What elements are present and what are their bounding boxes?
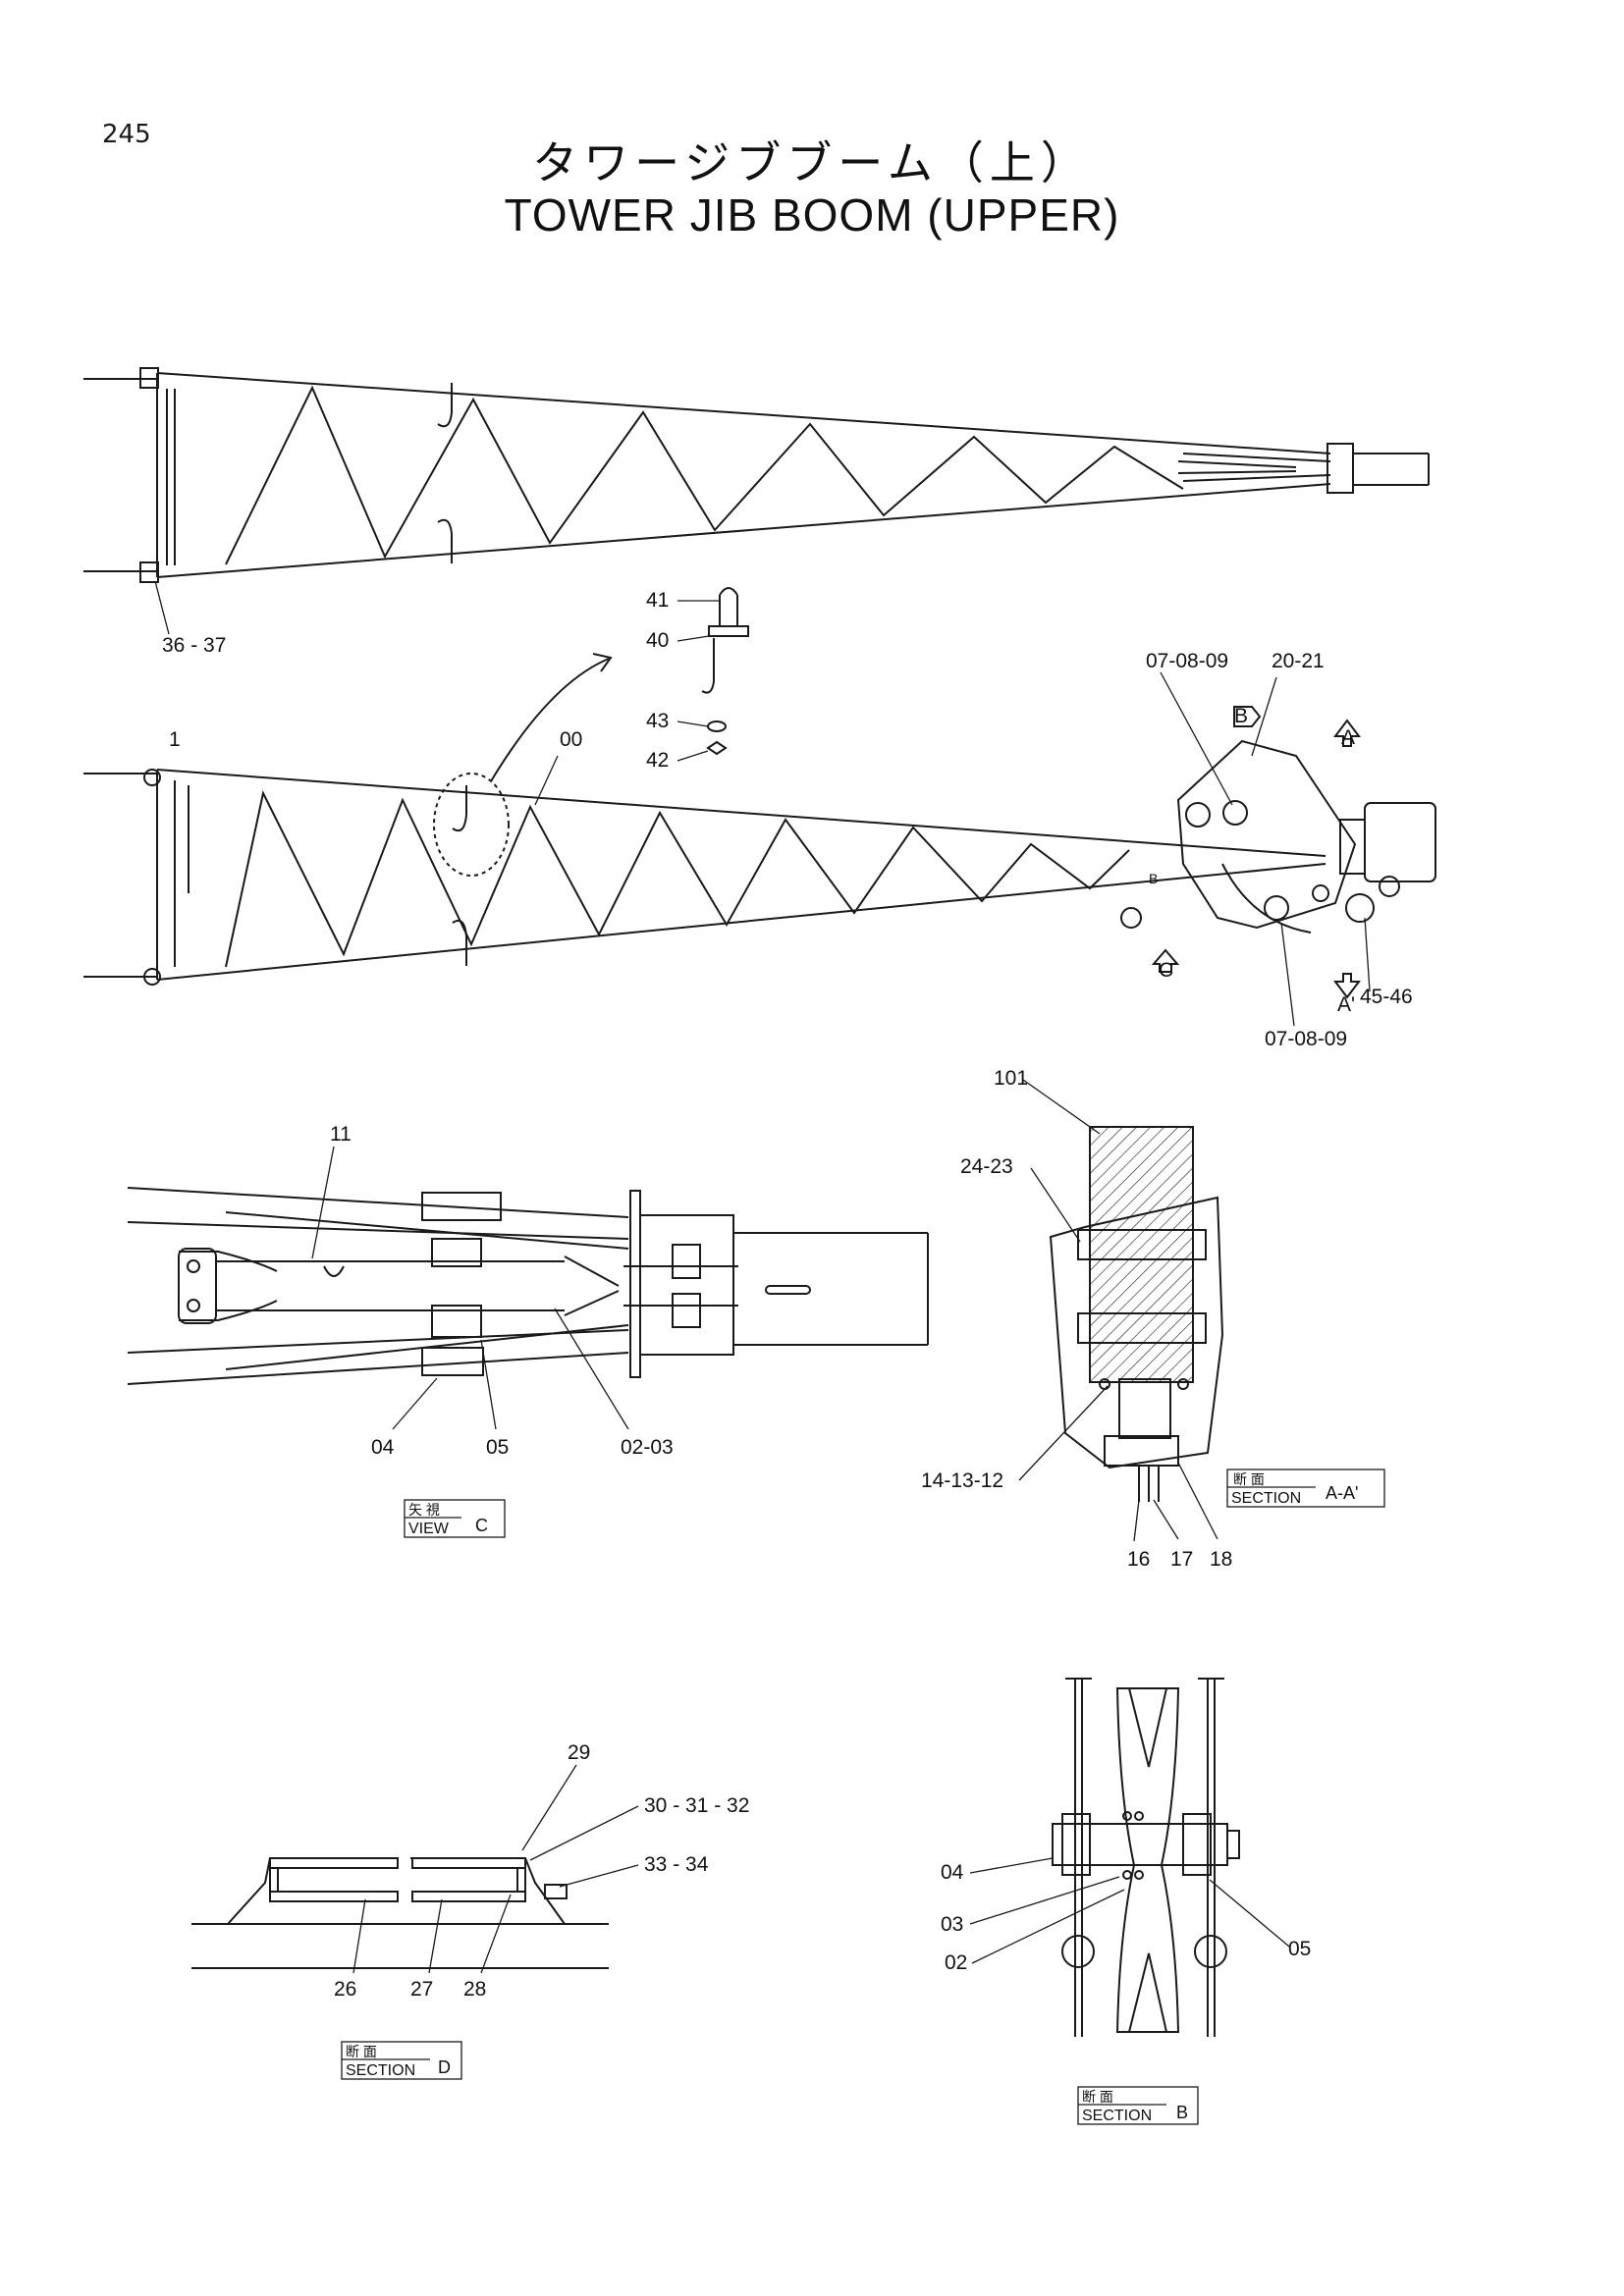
callout-41: 41 xyxy=(646,589,669,612)
svg-text:C: C xyxy=(475,1516,488,1535)
callout-20-21: 20-21 xyxy=(1272,650,1325,672)
marker-c: C xyxy=(1159,959,1173,982)
page-title-japanese: タワージブブーム（上） xyxy=(532,136,1092,189)
callout-29: 29 xyxy=(568,1741,590,1764)
callout-00: 00 xyxy=(560,728,582,751)
svg-text:断 面: 断 面 xyxy=(1082,2089,1113,2105)
callout-02-section-b: 02 xyxy=(945,1951,967,1974)
callout-26: 26 xyxy=(334,1978,356,2001)
callout-11: 11 xyxy=(330,1123,352,1146)
callout-17: 17 xyxy=(1170,1548,1193,1571)
page-title-english: TOWER JIB BOOM (UPPER) xyxy=(504,189,1120,240)
callout-07-08-09-top: 07-08-09 xyxy=(1146,650,1228,672)
svg-text:矢 視: 矢 視 xyxy=(408,1502,440,1518)
callout-43: 43 xyxy=(646,710,669,732)
marker-a-prime: A' xyxy=(1337,993,1355,1016)
svg-text:SECTION: SECTION xyxy=(1082,2108,1152,2124)
boom-top-view: 36 - 37 xyxy=(83,367,1430,657)
callout-1: 1 xyxy=(169,728,181,751)
svg-text:B: B xyxy=(1176,2103,1188,2122)
callout-42: 42 xyxy=(646,749,669,772)
callout-40: 40 xyxy=(646,629,669,652)
callout-27: 27 xyxy=(410,1978,433,2001)
view-c-caption: 矢 視 VIEW C xyxy=(404,1499,506,1538)
svg-text:SECTION: SECTION xyxy=(346,2062,415,2079)
callout-33-34: 33 - 34 xyxy=(644,1853,709,1876)
svg-text:A-A': A-A' xyxy=(1326,1483,1358,1503)
callout-14-13-12: 14-13-12 xyxy=(921,1469,1003,1492)
callout-30-31-32: 30 - 31 - 32 xyxy=(644,1794,749,1817)
callout-24-23: 24-23 xyxy=(960,1155,1013,1178)
boom-side-view: B A C A' B 41 40 43 42 00 1 07- xyxy=(83,587,1436,1050)
svg-text:断 面: 断 面 xyxy=(346,2044,377,2059)
callout-05: 05 xyxy=(486,1436,509,1459)
view-c: 11 04 05 02-03 矢 視 VIEW C xyxy=(127,1123,929,1538)
callout-28: 28 xyxy=(463,1978,486,2001)
marker-b-small: B xyxy=(1149,871,1158,886)
section-d: 29 30 - 31 - 32 33 - 34 26 27 28 断 面 SEC… xyxy=(191,1741,749,2080)
svg-text:VIEW: VIEW xyxy=(408,1521,450,1537)
callout-03-section-b: 03 xyxy=(941,1913,963,1936)
callout-05-section-b: 05 xyxy=(1288,1938,1311,1960)
callout-16: 16 xyxy=(1127,1548,1150,1571)
marker-a: A xyxy=(1341,726,1355,749)
callout-18: 18 xyxy=(1210,1548,1232,1571)
section-b-caption: 断 面 SECTION B xyxy=(1077,2086,1199,2125)
section-a-caption: 断 面 SECTION A-A' xyxy=(1226,1468,1385,1508)
callout-04-section-b: 04 xyxy=(941,1861,964,1884)
marker-b: B xyxy=(1234,705,1248,727)
u-bolt-hook-detail xyxy=(490,587,749,782)
svg-text:D: D xyxy=(438,2057,451,2077)
callout-04: 04 xyxy=(371,1436,395,1459)
callout-07-08-09-bottom: 07-08-09 xyxy=(1265,1028,1347,1050)
svg-text:断 面: 断 面 xyxy=(1233,1471,1265,1487)
callout-36-37: 36 - 37 xyxy=(162,634,226,657)
page-number: 245 xyxy=(102,120,151,149)
callout-02-03: 02-03 xyxy=(621,1436,674,1459)
svg-text:SECTION: SECTION xyxy=(1231,1490,1301,1507)
section-d-caption: 断 面 SECTION D xyxy=(341,2041,462,2080)
section-b: 04 03 02 05 断 面 SECTION B xyxy=(941,1678,1311,2125)
callout-45-46: 45-46 xyxy=(1360,986,1413,1008)
section-a-a: 101 24-23 14-13-12 16 17 18 断 面 SECTION … xyxy=(921,1067,1385,1571)
callout-101: 101 xyxy=(994,1067,1028,1090)
